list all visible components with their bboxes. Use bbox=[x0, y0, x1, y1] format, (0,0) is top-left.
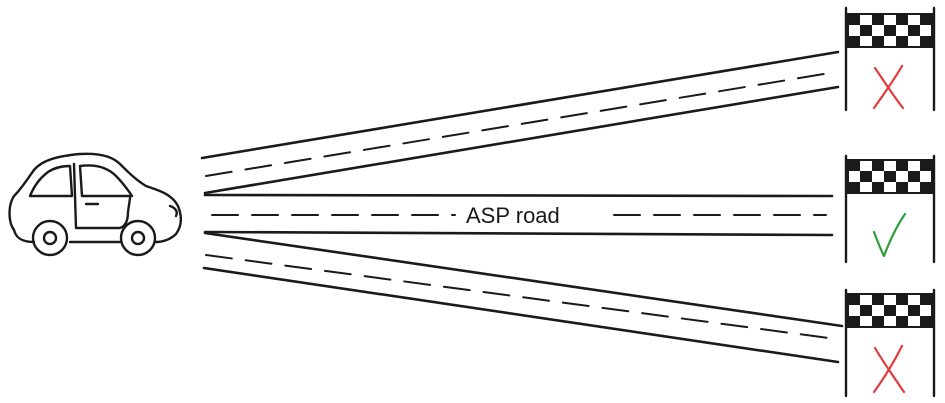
car-window-front bbox=[78, 164, 134, 198]
cross-icon bbox=[872, 344, 906, 394]
checkered-flag-icon bbox=[847, 293, 933, 328]
car-door bbox=[72, 162, 132, 230]
car-hubcap-rear bbox=[42, 230, 58, 246]
road-middle-edge bbox=[203, 193, 834, 198]
road-middle: ASP road bbox=[203, 193, 834, 237]
checkered-flag-icon bbox=[847, 159, 933, 194]
car-wheel-rear bbox=[31, 219, 69, 257]
finish-flag-middle bbox=[844, 154, 936, 264]
cross-icon bbox=[872, 64, 905, 110]
road-bottom-edge bbox=[202, 266, 840, 364]
road-bottom-centerline bbox=[205, 254, 837, 340]
car-window-rear bbox=[28, 164, 74, 198]
road-top-edge bbox=[203, 85, 840, 195]
car-hubcap-front bbox=[130, 230, 146, 246]
car-headlight bbox=[168, 204, 178, 218]
road-top bbox=[200, 50, 840, 195]
road-bottom-edge bbox=[203, 231, 844, 328]
road-middle-edge bbox=[203, 230, 834, 237]
car-body bbox=[8, 152, 182, 244]
car-icon bbox=[8, 152, 182, 257]
road-bottom bbox=[202, 231, 844, 364]
finish-flag-top bbox=[844, 6, 936, 112]
finish-flag-bottom bbox=[844, 288, 936, 398]
car-wheel-front bbox=[119, 219, 157, 257]
road-top-edge bbox=[200, 50, 840, 160]
checkmark-icon bbox=[872, 212, 907, 258]
road-label: ASP road bbox=[466, 203, 560, 228]
road-top-centerline bbox=[205, 71, 837, 177]
checkered-flag-icon bbox=[847, 13, 933, 48]
